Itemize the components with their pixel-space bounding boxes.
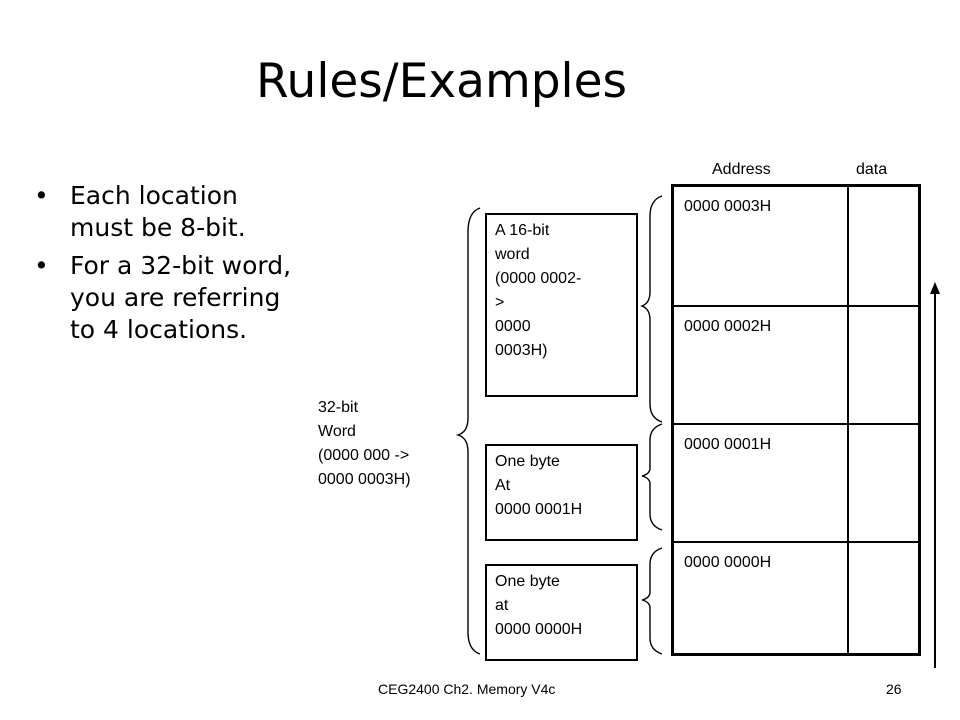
page-number: 26 xyxy=(886,681,902,697)
callout-line: A 16-bit xyxy=(495,222,550,239)
word32-line: Word xyxy=(318,423,356,440)
bullet-text: For a 32-bit word, you are referring to … xyxy=(70,251,292,344)
bullet-item: •For a 32-bit word, you are referring to… xyxy=(34,251,292,344)
byte0-brace xyxy=(641,547,663,655)
callout-line: At xyxy=(495,477,511,494)
word32-brace xyxy=(455,207,481,655)
callout-line: 0000 0000H xyxy=(495,621,583,638)
callout-line: One byte xyxy=(495,453,560,470)
memory-row: 0000 0003H xyxy=(674,187,918,305)
word32-label: 32-bit Word (0000 000 -> 0000 0003H) xyxy=(318,396,411,492)
word32-line: 32-bit xyxy=(318,399,359,416)
data-column-header: data xyxy=(856,161,888,178)
address-cell: 0000 0003H xyxy=(684,198,772,215)
memory-row: 0000 0000H xyxy=(674,541,918,661)
bullet-text: Each location must be 8-bit. xyxy=(70,181,246,242)
address-cell: 0000 0000H xyxy=(684,554,772,571)
callout-line: 0003H) xyxy=(495,342,548,359)
callout-line: 0000 0001H xyxy=(495,501,583,518)
byte1-callout: One byte At 0000 0001H xyxy=(485,444,638,541)
arrow-up-icon xyxy=(930,282,940,294)
callout-line: 0000 xyxy=(495,318,531,335)
memory-row: 0000 0002H xyxy=(674,305,918,425)
word16-callout: A 16-bit word (0000 0002- > 0000 0003H) xyxy=(485,213,638,397)
callout-line: word xyxy=(495,246,530,263)
memory-table: 0000 0003H 0000 0002H 0000 0001H 0000 00… xyxy=(671,184,921,656)
address-column-header: Address xyxy=(712,161,771,178)
bullet-item: •Each location must be 8-bit. xyxy=(34,181,246,242)
callout-line: One byte xyxy=(495,573,560,590)
footer-course: CEG2400 Ch2. Memory V4c xyxy=(378,681,556,697)
callout-line: > xyxy=(495,294,505,311)
address-cell: 0000 0001H xyxy=(684,436,772,453)
bullet-list: •Each location must be 8-bit. •For a 32-… xyxy=(34,180,294,352)
word16-brace xyxy=(640,195,663,423)
data-column-divider xyxy=(847,187,849,653)
byte1-brace xyxy=(641,423,663,531)
memory-row: 0000 0001H xyxy=(674,423,918,543)
callout-line: (0000 0002- xyxy=(495,270,582,287)
byte0-callout: One byte at 0000 0000H xyxy=(485,564,638,661)
page-title: Rules/Examples xyxy=(256,54,628,109)
address-cell: 0000 0002H xyxy=(684,318,772,335)
callout-line: at xyxy=(495,597,509,614)
word32-line: (0000 000 -> xyxy=(318,447,410,464)
word32-line: 0000 0003H) xyxy=(318,471,411,488)
